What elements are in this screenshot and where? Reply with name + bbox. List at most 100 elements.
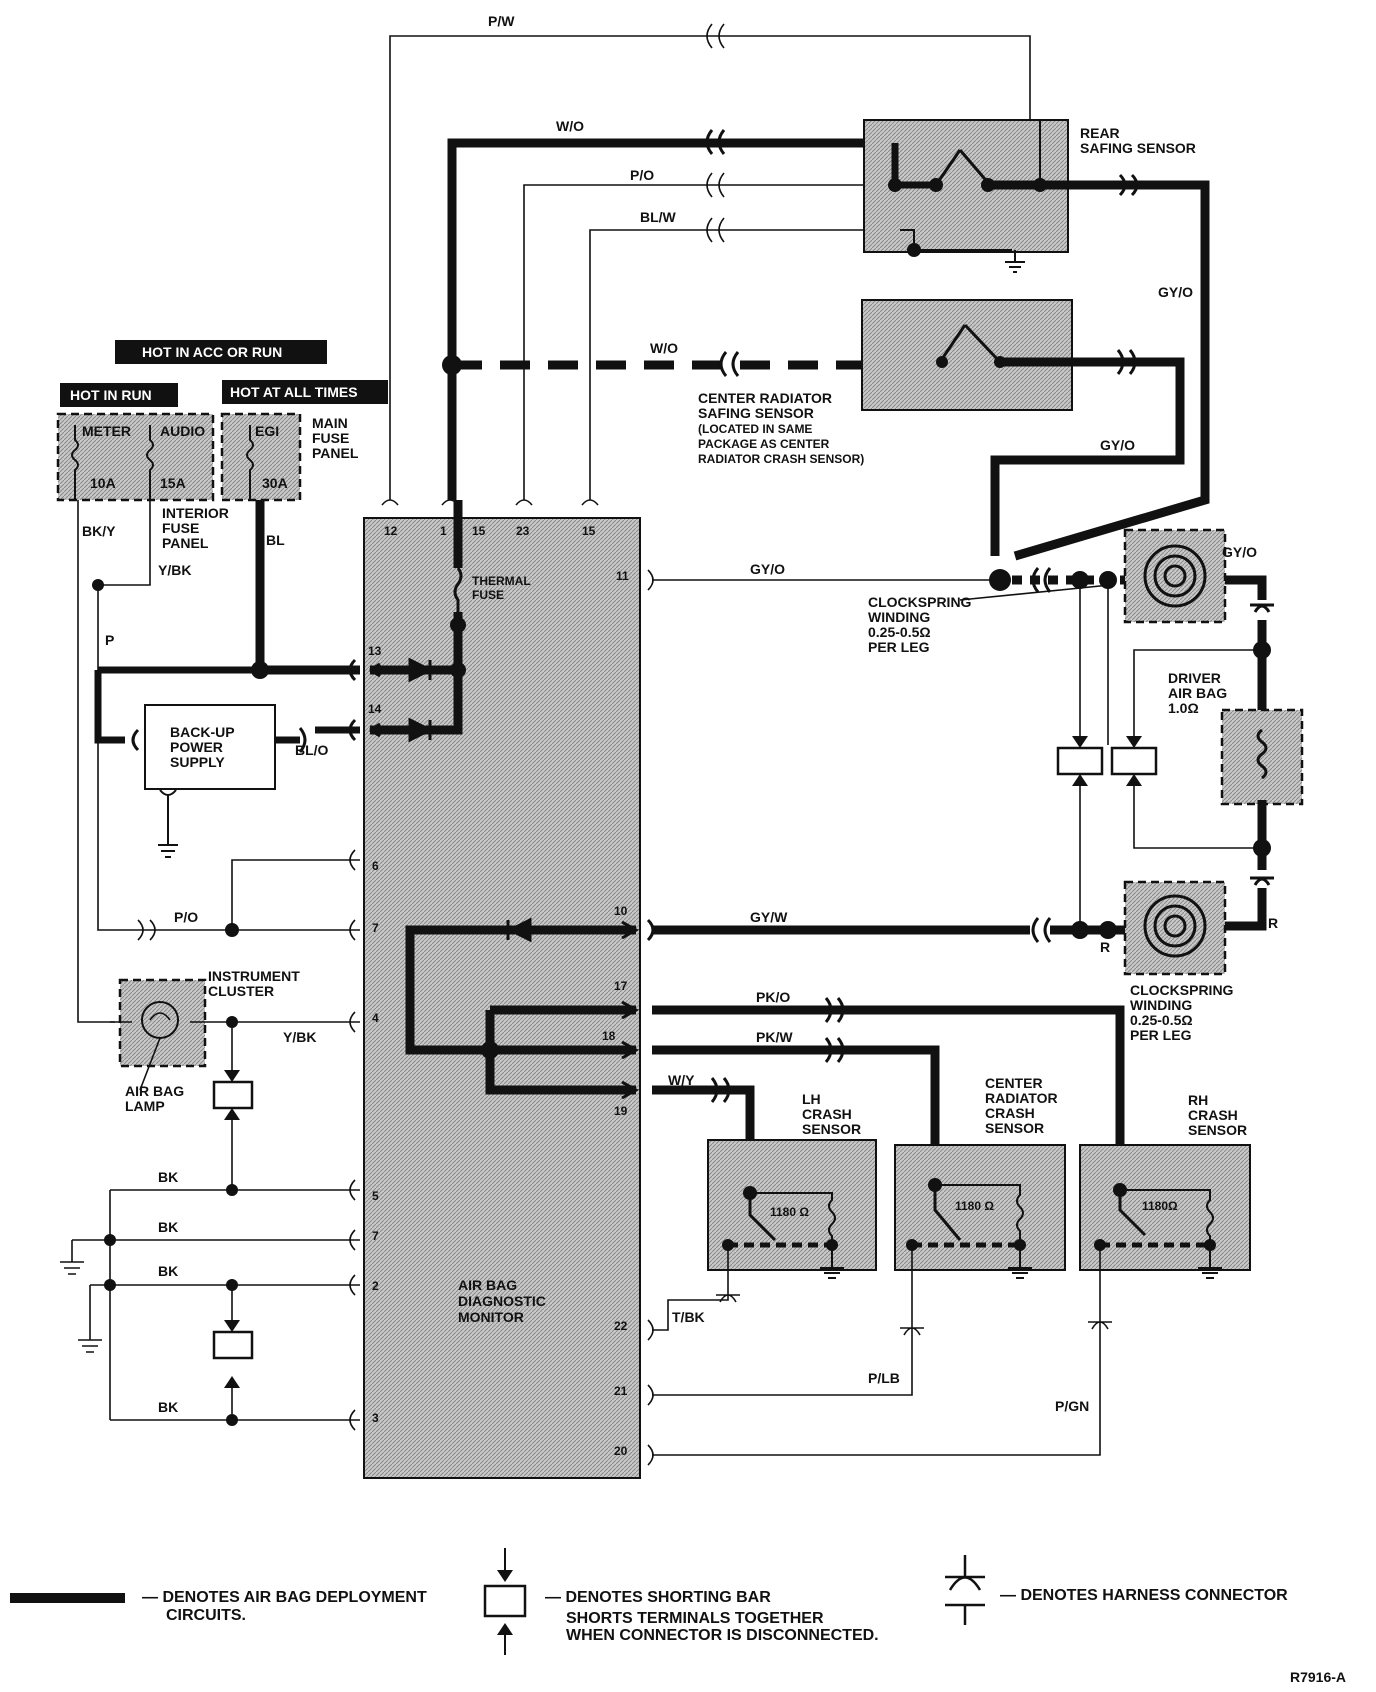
pin-3: 3 — [372, 1411, 379, 1425]
wire-label-p: P — [105, 632, 114, 648]
hot-acc-run-label: HOT IN ACC OR RUN — [142, 344, 282, 360]
pin-11: 11 — [616, 569, 629, 583]
pin-18: 18 — [602, 1029, 616, 1043]
clockspring-1-label-3: 0.25-0.5Ω — [868, 624, 931, 640]
main-fuse-label-3: PANEL — [312, 445, 359, 461]
thermal-fuse-label-1: THERMAL — [472, 574, 531, 588]
monitor-label-1: AIR BAG — [458, 1277, 517, 1293]
clockspring-1-label-1: CLOCKSPRING — [868, 594, 972, 610]
pin-7a: 7 — [372, 921, 379, 935]
pin-19: 19 — [614, 1104, 628, 1118]
center-crash-label-2: RADIATOR — [985, 1090, 1058, 1106]
wire-label-p-lb: P/LB — [868, 1370, 900, 1386]
hot-all-times-header — [222, 380, 388, 404]
airbag-lamp-label-1: AIR BAG — [125, 1083, 184, 1099]
wire-label-gy-o-right: GY/O — [1158, 284, 1193, 300]
wire-bl — [255, 500, 360, 675]
backup-label-3: SUPPLY — [170, 754, 225, 770]
legend-deployment-2: CIRCUITS. — [166, 1607, 246, 1624]
pin-15b: 15 — [582, 524, 596, 538]
wire-label-w-o-mid: W/O — [650, 340, 678, 356]
wire-pk-o — [652, 1005, 1125, 1190]
pin-23: 23 — [516, 524, 530, 538]
fuse-audio: AUDIO — [160, 423, 205, 439]
fuse-10a: 10A — [90, 475, 116, 491]
clockspring-1-label-2: WINDING — [868, 609, 930, 625]
shorting-bar-4 — [212, 1330, 254, 1360]
wire-label-r-right: R — [1268, 915, 1278, 931]
pin-22: 22 — [614, 1319, 628, 1333]
rh-crash-label-3: SENSOR — [1188, 1122, 1247, 1138]
wire-label-p-w: P/W — [488, 13, 515, 29]
rh-crash-sensor — [1079, 1144, 1251, 1271]
rear-safing-label-2: SAFING SENSOR — [1080, 140, 1196, 156]
lh-crash-ohm: 1180 Ω — [770, 1205, 809, 1219]
hot-acc-run-header — [115, 340, 327, 364]
center-safing-label-3: (LOCATED IN SAME — [698, 422, 812, 436]
driver-airbag-label-3: 1.0Ω — [1168, 700, 1199, 716]
clockspring-2-label-3: 0.25-0.5Ω — [1130, 1012, 1193, 1028]
wire-label-y-bk-fuse: Y/BK — [158, 562, 191, 578]
fuse-egi: EGI — [255, 423, 279, 439]
driver-airbag — [1220, 708, 1304, 806]
airbag-diagnostic-monitor — [363, 517, 641, 1479]
rear-safing-label-1: REAR — [1080, 125, 1120, 141]
wire-label-gy-o-11: GY/O — [750, 561, 785, 577]
instrument-cluster-label-2: CLUSTER — [208, 983, 274, 999]
shorting-bar-2 — [1110, 746, 1158, 776]
pin-17: 17 — [614, 979, 628, 993]
wire-label-gy-o-driver: GY/O — [1222, 544, 1257, 560]
pin-6: 6 — [372, 859, 379, 873]
wire-label-y-bk-cluster: Y/BK — [283, 1029, 316, 1045]
legend-harness: — DENOTES HARNESS CONNECTOR — [1000, 1587, 1288, 1604]
wire-label-pk-w: PK/W — [756, 1029, 793, 1045]
center-safing-sensor — [861, 299, 1073, 411]
fuse-meter: METER — [82, 423, 131, 439]
clockspring-1-label-4: PER LEG — [868, 639, 930, 655]
hot-all-times-label: HOT AT ALL TIMES — [230, 384, 358, 400]
wire-y-bk-fuse — [97, 500, 151, 931]
wire-p-gn — [652, 1245, 1101, 1456]
wire-label-gy-o-mid: GY/O — [1100, 437, 1135, 453]
backup-label-2: POWER — [170, 739, 223, 755]
lh-crash-label-2: CRASH — [802, 1106, 852, 1122]
pin-7b: 7 — [372, 1229, 379, 1243]
pin-1: 1 — [440, 524, 447, 538]
interior-fuse-panel — [56, 412, 215, 502]
wire-w-o-top — [447, 138, 870, 500]
legend-shorting-3: WHEN CONNECTOR IS DISCONNECTED. — [566, 1627, 879, 1644]
airbag-lamp-label-2: LAMP — [125, 1098, 165, 1114]
interior-fuse-label-2: FUSE — [162, 520, 199, 536]
clockspring-2-label-2: WINDING — [1130, 997, 1192, 1013]
center-crash-ohm: 1180 Ω — [955, 1199, 994, 1213]
legend-shorting-2: SHORTS TERMINALS TOGETHER — [566, 1610, 824, 1627]
wire-label-bk-4: BK — [158, 1399, 178, 1415]
clockspring-2-label-4: PER LEG — [1130, 1027, 1192, 1043]
hot-run-label: HOT IN RUN — [70, 387, 152, 403]
instrument-cluster — [118, 978, 207, 1068]
hot-run-header — [60, 383, 178, 407]
pin-20: 20 — [614, 1444, 628, 1458]
wire-label-bl-w: BL/W — [640, 209, 677, 225]
pin-14: 14 — [368, 702, 382, 716]
pin-4: 4 — [372, 1011, 379, 1025]
wire-label-p-o-left: P/O — [174, 909, 198, 925]
lh-crash-label-1: LH — [802, 1091, 821, 1107]
wire-label-bl: BL — [266, 532, 285, 548]
pin-13: 13 — [368, 644, 382, 658]
rh-crash-label-2: CRASH — [1188, 1107, 1238, 1123]
center-crash-sensor — [894, 1144, 1066, 1271]
wire-p-w — [389, 35, 1031, 500]
pin-2: 2 — [372, 1279, 379, 1293]
wire-label-bk-1: BK — [158, 1169, 178, 1185]
wire-pk-w — [652, 1045, 940, 1185]
wire-t-bk — [652, 1245, 729, 1331]
wire-label-bl-o: BL/O — [295, 742, 329, 758]
wire-label-p-gn: P/GN — [1055, 1398, 1089, 1414]
interior-fuse-label-1: INTERIOR — [162, 505, 229, 521]
monitor-label-2: DIAGNOSTIC — [458, 1293, 546, 1309]
center-safing-label-2: SAFING SENSOR — [698, 405, 814, 421]
center-crash-label-4: SENSOR — [985, 1120, 1044, 1136]
shorting-bar-1 — [1056, 746, 1104, 776]
center-crash-label-1: CENTER — [985, 1075, 1043, 1091]
